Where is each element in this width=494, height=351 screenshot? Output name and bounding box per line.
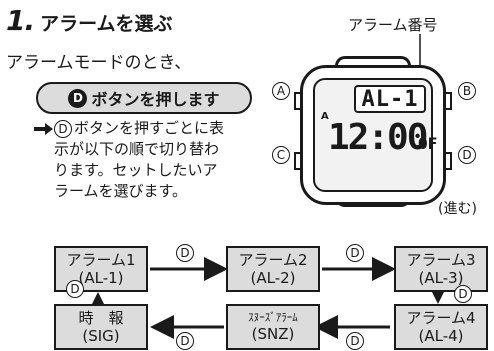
note-line-1: ボタンを押すごとに表 [74, 119, 225, 137]
step-heading: 1. アラームを選ぶ [6, 4, 173, 38]
flow-d-badge-icon: D [346, 332, 364, 350]
alarm-number-callout: アラーム番号 [348, 16, 438, 34]
flow-d-badge-icon: D [66, 280, 84, 298]
flow-box-alarm2-code: (AL-2) [250, 269, 296, 287]
flow-box-alarm2: アラーム2 (AL-2) [226, 246, 320, 292]
alarm-indicator: A [321, 111, 329, 122]
button-c-label-icon: C [272, 146, 290, 164]
flow-box-alarm2-label: アラーム2 [238, 251, 308, 269]
intro-text: アラームモードのとき、 [6, 53, 192, 73]
flow-box-signal: 時 報 (SIG) [54, 304, 148, 350]
flow-box-snooze: ｽﾇｰｽﾞｱﾗｰﾑ (SNZ) [226, 304, 320, 350]
watch-button-d[interactable] [444, 152, 452, 170]
note-line-3: ります。セットしたいア [54, 161, 218, 179]
arrow-right-icon [34, 122, 53, 135]
note-line-4: ラームを選びます。 [54, 182, 188, 200]
flow-box-alarm1-code: (AL-1) [78, 269, 124, 287]
instruction-pill: D ボタンを押します [36, 82, 252, 114]
alarm-number-display: AL-1 [354, 85, 426, 113]
flow-box-alarm3: アラーム3 (AL-3) [394, 246, 488, 292]
note-line-2: 示が以下の順で切り替わ [54, 140, 220, 158]
watch-button-b[interactable] [444, 92, 452, 110]
flow-box-alarm1-label: アラーム1 [66, 251, 136, 269]
flow-box-signal-code: (SIG) [82, 327, 120, 345]
instruction-label: ボタンを押します [91, 90, 220, 109]
alarm-status-display: OF [418, 134, 438, 153]
flow-box-alarm3-label: アラーム3 [406, 251, 476, 269]
flow-d-badge-icon: D [346, 244, 364, 262]
step-number: 1. [6, 4, 35, 37]
flow-box-alarm3-code: (AL-3) [418, 269, 464, 287]
flow-box-signal-label: 時 報 [78, 309, 124, 327]
flow-box-alarm4: アラーム4 (AL-4) [394, 304, 488, 350]
flow-box-snooze-label: ｽﾇｰｽﾞｱﾗｰﾑ [248, 311, 298, 325]
button-a-label-icon: A [272, 82, 290, 100]
flow-d-badge-icon: D [176, 332, 194, 350]
button-b-label-icon: B [458, 82, 476, 100]
watch-button-c[interactable] [294, 152, 302, 170]
watch-button-a[interactable] [294, 92, 302, 110]
flow-box-snooze-code: (SNZ) [251, 324, 295, 343]
step-title: アラームを選ぶ [40, 13, 173, 35]
d-button-badge-icon: D [68, 88, 88, 108]
flow-box-alarm4-label: アラーム4 [406, 309, 476, 327]
flow-box-alarm4-code: (AL-4) [418, 327, 464, 345]
button-d-label-icon: D [458, 146, 476, 164]
time-display: 12:00 [328, 117, 428, 158]
flow-d-badge-icon: D [454, 285, 472, 303]
advance-label: (進む) [438, 201, 477, 217]
flow-d-badge-icon: D [176, 244, 194, 262]
note-block: D ボタンを押すごとに表 示が以下の順で切り替わ ります。セットしたいア ラーム… [34, 118, 224, 202]
d-button-circled-icon: D [54, 119, 72, 138]
